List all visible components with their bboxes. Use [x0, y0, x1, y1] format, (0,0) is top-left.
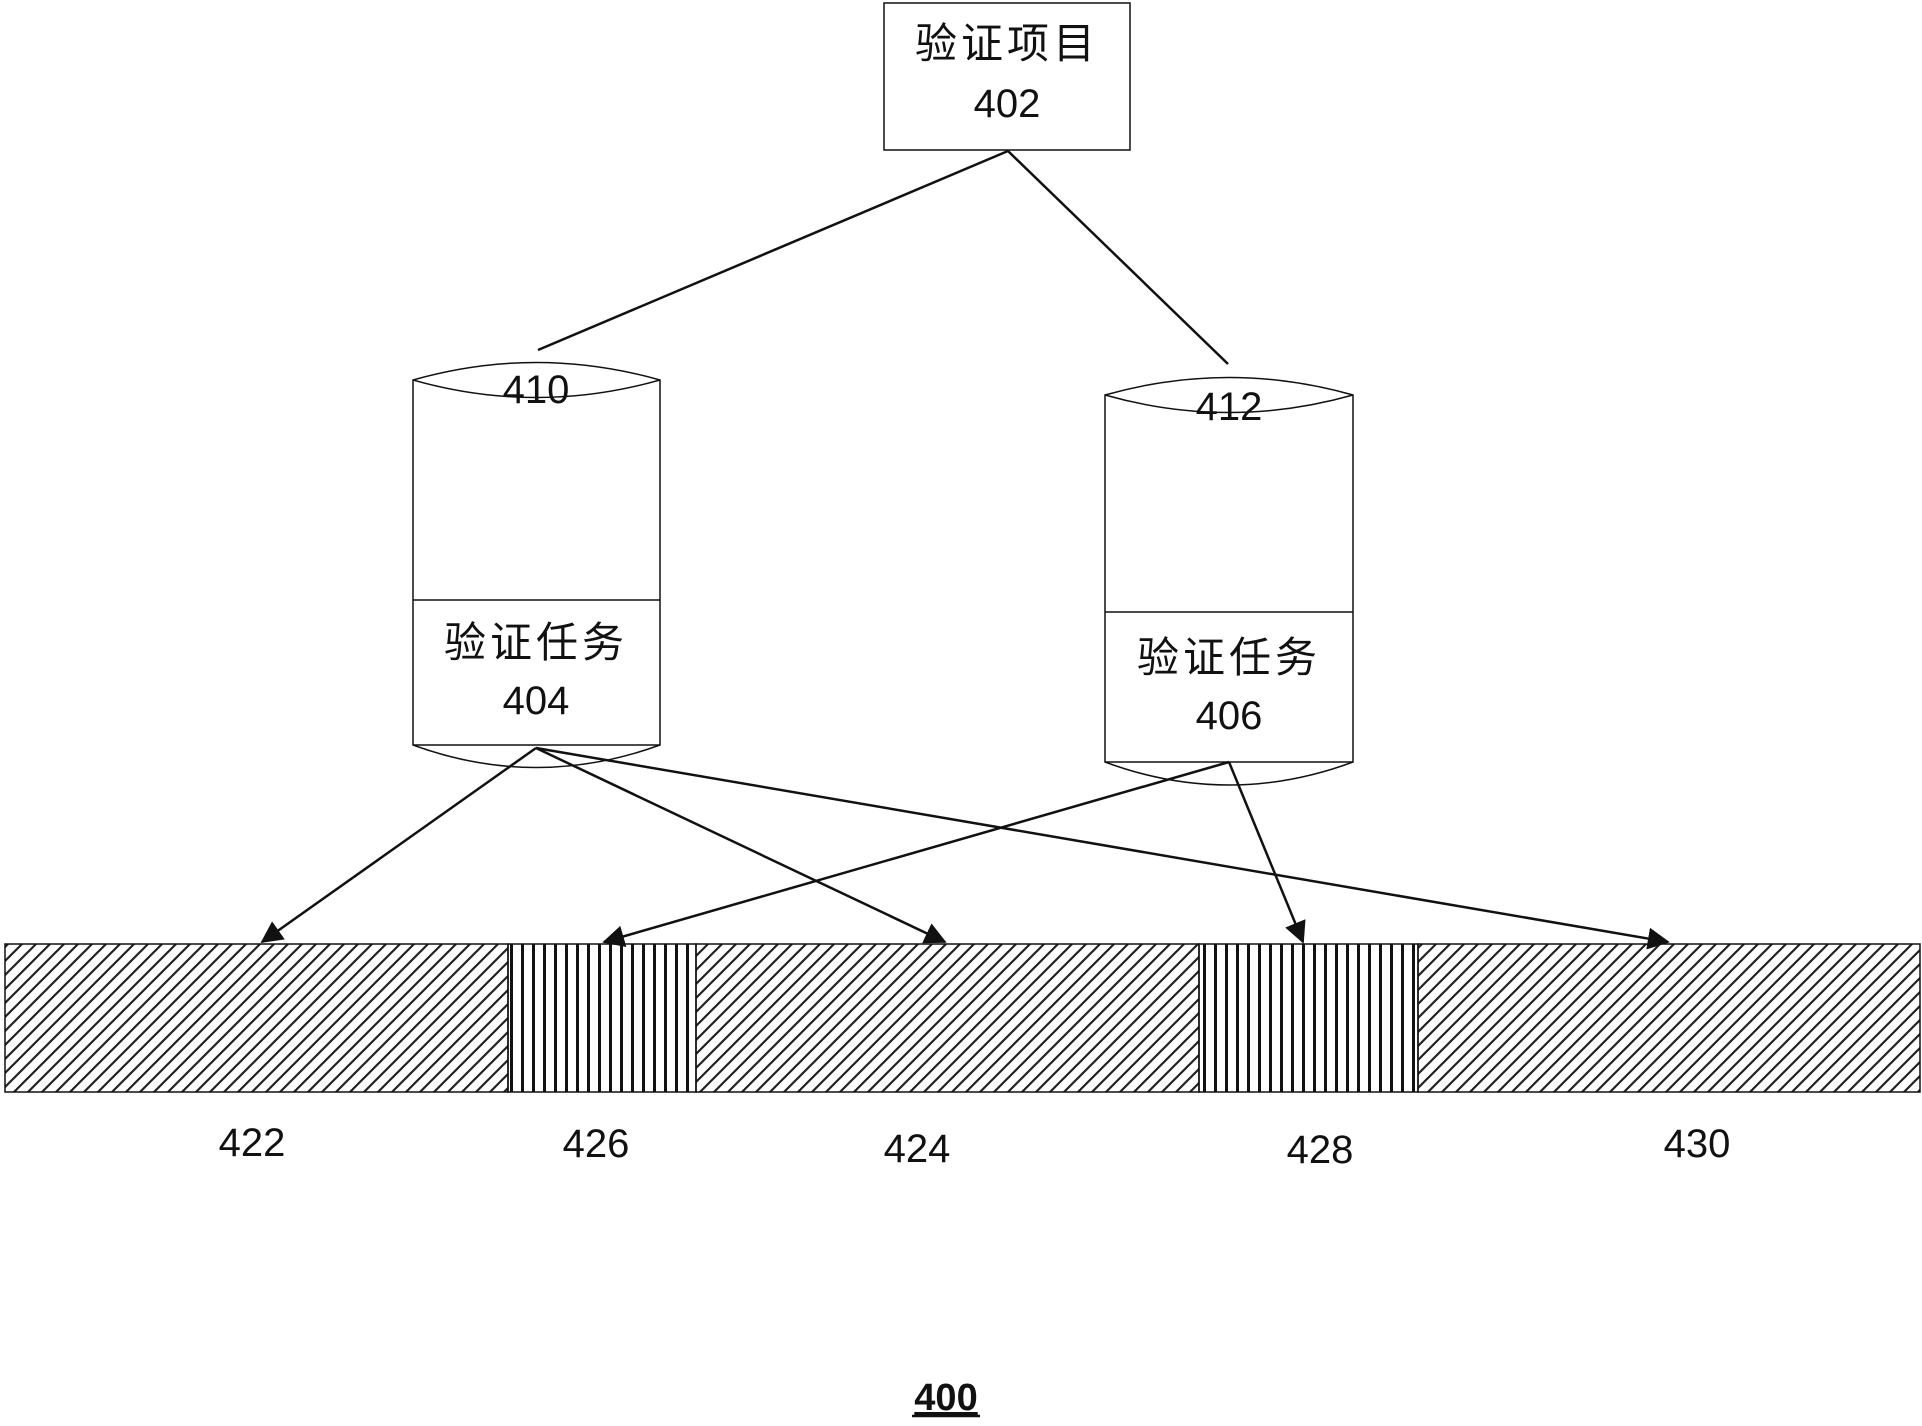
segment-bar [4, 943, 1921, 1093]
task-404-title: 验证任务 [444, 618, 628, 667]
segment-label-430: 430 [1664, 1122, 1731, 1166]
arrow-404-to-422 [260, 746, 537, 944]
task-406-title: 验证任务 [1137, 633, 1321, 682]
project-box: 验证项目 402 [883, 2, 1131, 151]
segment-424 [695, 943, 1200, 1093]
arrow-406-to-426 [602, 760, 1230, 947]
segment-430 [1417, 943, 1921, 1093]
cylinder-410: 410 验证任务 404 [412, 361, 661, 769]
cylinder-412-label: 412 [1196, 385, 1263, 429]
segment-422 [4, 943, 509, 1093]
arrow-404-to-430 [535, 746, 1670, 950]
task-406-id: 406 [1196, 694, 1263, 738]
connector-project-to-410 [537, 149, 1009, 352]
segment-label-422: 422 [219, 1121, 286, 1165]
arrow-404-to-424 [535, 746, 947, 944]
arrow-406-to-428 [1227, 761, 1306, 944]
segment-label-424: 424 [884, 1127, 951, 1171]
figure-label: 400 [914, 1377, 977, 1419]
segment-428 [1198, 943, 1419, 1093]
cylinder-410-label: 410 [503, 368, 570, 412]
segment-label-426: 426 [563, 1122, 630, 1166]
project-title: 验证项目 [915, 19, 1099, 68]
segment-426 [507, 943, 697, 1093]
connector-project-to-412 [1007, 150, 1229, 365]
task-404-id: 404 [503, 679, 570, 723]
project-id: 402 [974, 82, 1041, 126]
segment-label-428: 428 [1287, 1128, 1354, 1172]
cylinder-412: 412 验证任务 406 [1104, 376, 1354, 786]
